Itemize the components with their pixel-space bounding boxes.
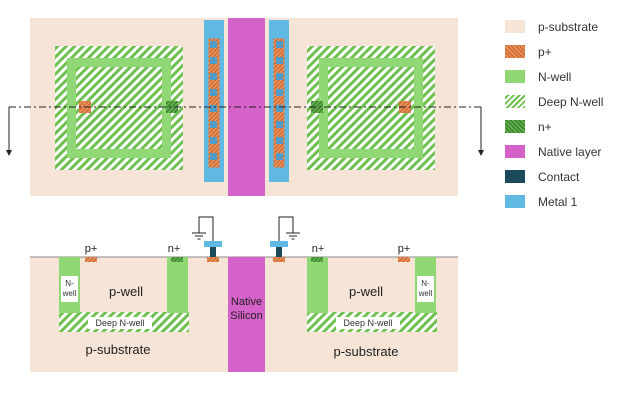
top-left-diffusion-strip	[207, 37, 221, 169]
xs-left-deep-n-well-label: Deep N-well	[95, 318, 144, 328]
xs-right-metal1	[270, 241, 288, 247]
section-cut-line	[8, 106, 482, 152]
xs-right-p-well-label: p-well	[349, 284, 383, 299]
xs-right-deep-n-well-label: Deep N-well	[343, 318, 392, 328]
xs-right-p-plus	[398, 257, 410, 262]
layout-and-cross-section-diagram: p+ n+ n+ p+ N- well N- well p-well p-wel…	[6, 18, 484, 372]
top-view	[6, 18, 484, 196]
legend-swatch-n-well	[505, 70, 525, 83]
xs-right-p-substrate-label: p-substrate	[333, 344, 398, 359]
xs-right-contact-diffusion	[273, 257, 285, 262]
xs-left-n-plus	[171, 257, 183, 262]
xs-left-metal1	[204, 241, 222, 247]
legend-swatch-n-plus	[505, 120, 525, 133]
legend-label-native-layer: Native layer	[538, 144, 602, 159]
legend-item-deep-n-well: Deep N-well	[505, 89, 603, 114]
legend-swatch-p-substrate	[505, 20, 525, 33]
xs-native-silicon	[228, 257, 265, 372]
xs-right-p-plus-label: p+	[398, 243, 411, 255]
xs-left-n-well-label-1: N-	[65, 279, 74, 288]
xs-right-n-well-label-box	[417, 276, 434, 302]
legend-swatch-contact	[505, 170, 525, 183]
legend: p-substrate p+ N-well Deep N-well n+ Nat…	[505, 14, 603, 214]
xs-right-n-plus	[311, 257, 323, 262]
xs-left-n-well-right	[167, 257, 188, 313]
legend-swatch-p-plus	[505, 45, 525, 58]
legend-label-p-substrate: p-substrate	[538, 19, 599, 34]
xs-right-n-well-label-1: N-	[421, 279, 430, 288]
legend-swatch-deep-n-well	[505, 95, 525, 108]
xs-left-contact-diffusion	[207, 257, 219, 262]
xs-left-contact	[210, 247, 216, 257]
xs-native-silicon-label-1: Native	[231, 296, 262, 308]
xs-left-p-plus-label: p+	[85, 243, 98, 255]
legend-item-p-substrate: p-substrate	[505, 14, 603, 39]
xs-left-n-well-label-box	[61, 276, 78, 302]
xs-right-n-well-label-2: well	[418, 289, 433, 298]
xs-left-n-well-label-2: well	[62, 289, 77, 298]
legend-label-n-well: N-well	[538, 69, 572, 84]
legend-item-n-plus: n+	[505, 114, 603, 139]
legend-item-p-plus: p+	[505, 39, 603, 64]
legend-item-n-well: N-well	[505, 64, 603, 89]
legend-swatch-native-layer	[505, 145, 525, 158]
legend-swatch-metal1	[505, 195, 525, 208]
xs-left-p-well-label: p-well	[109, 284, 143, 299]
xs-left-p-plus	[85, 257, 97, 262]
top-right-contacts	[276, 41, 283, 160]
legend-label-deep-n-well: Deep N-well	[538, 94, 604, 109]
xs-right-deep-n-well-label-box	[336, 317, 400, 329]
xs-native-silicon-label-2: Silicon	[230, 310, 262, 322]
xs-left-deep-n-well-label-box	[88, 317, 152, 329]
xs-left-p-substrate-label: p-substrate	[85, 342, 150, 357]
legend-label-contact: Contact	[538, 169, 580, 184]
cross-section-view: p+ n+ n+ p+ N- well N- well p-well p-wel…	[30, 216, 458, 372]
ground-symbol-right	[278, 216, 300, 241]
xs-right-contact	[276, 247, 282, 257]
legend-item-contact: Contact	[505, 164, 603, 189]
legend-item-native-layer: Native layer	[505, 139, 603, 164]
legend-label-n-plus: n+	[538, 119, 552, 134]
top-left-n-plus	[166, 101, 178, 113]
xs-left-n-plus-label: n+	[168, 243, 181, 255]
section-arrow-right	[478, 150, 484, 156]
legend-label-p-plus: p+	[538, 44, 552, 59]
xs-right-n-well-left	[307, 257, 328, 313]
top-right-n-plus	[311, 101, 323, 113]
legend-label-metal1: Metal 1	[538, 194, 578, 209]
xs-right-n-plus-label: n+	[312, 243, 325, 255]
legend-item-metal1: Metal 1	[505, 189, 603, 214]
section-arrow-left	[6, 150, 12, 156]
ground-symbol-left	[192, 216, 214, 241]
top-left-contacts	[210, 41, 217, 160]
top-right-diffusion-strip	[272, 37, 286, 169]
